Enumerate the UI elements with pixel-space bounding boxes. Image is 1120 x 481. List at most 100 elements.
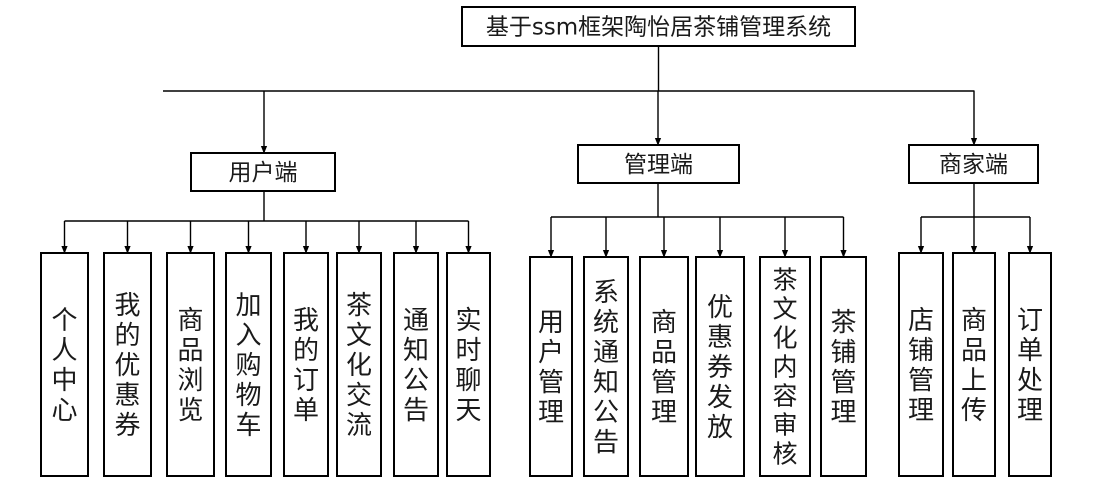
leaf-label-char: 券 bbox=[114, 411, 140, 441]
leaf-node: 茶文化交流 bbox=[336, 252, 382, 477]
leaf-node: 加入购物车 bbox=[225, 252, 272, 477]
leaf-label-char: 的 bbox=[114, 321, 140, 351]
leaf-label-char: 传 bbox=[961, 396, 987, 426]
leaf-label-char: 茶 bbox=[346, 291, 372, 321]
leaf-box bbox=[225, 252, 272, 477]
leaf-node: 店铺管理 bbox=[898, 252, 944, 477]
leaf-label-char: 文 bbox=[772, 295, 797, 324]
leaf-label-char: 内 bbox=[772, 353, 797, 382]
connector-lines bbox=[61, 46, 1034, 258]
leaf-box bbox=[336, 252, 382, 477]
leaf-box bbox=[639, 256, 689, 477]
leaf-node: 系统通知公告 bbox=[583, 256, 629, 477]
leaf-label-char: 的 bbox=[293, 336, 319, 366]
leaf-label: 系统通知公告 bbox=[593, 278, 619, 458]
leaf-label-char: 管 bbox=[651, 368, 677, 398]
leaf-label-char: 时 bbox=[455, 336, 481, 366]
leaf-label-char: 订 bbox=[1017, 306, 1043, 336]
leaf-label-char: 茶 bbox=[830, 308, 856, 338]
leaf-label: 茶铺管理 bbox=[830, 308, 856, 428]
leaf-box bbox=[898, 252, 944, 477]
leaf-label: 实时聊天 bbox=[455, 306, 481, 426]
leaf-label-char: 户 bbox=[538, 338, 564, 368]
leaf-label-char: 惠 bbox=[114, 381, 140, 411]
leaf-label-char: 铺 bbox=[908, 336, 934, 366]
leaf-label-char: 通 bbox=[593, 338, 619, 368]
leaf-label-char: 物 bbox=[235, 381, 261, 411]
leaf-label: 个人中心 bbox=[51, 306, 77, 426]
root-node: 基于ssm框架陶怡居茶铺管理系统 bbox=[461, 6, 856, 47]
leaf-box bbox=[583, 256, 629, 477]
leaf-node: 茶铺管理 bbox=[820, 256, 867, 477]
leaf-label-char: 单 bbox=[293, 396, 319, 426]
leaf-label-char: 优 bbox=[707, 293, 733, 323]
branch-label: 商家端 bbox=[939, 152, 1008, 178]
leaf-label-char: 系 bbox=[593, 278, 619, 308]
leaf-box bbox=[695, 256, 745, 477]
leaf-label-char: 知 bbox=[593, 368, 619, 398]
leaf-node: 个人中心 bbox=[40, 252, 89, 477]
leaf-label-char: 告 bbox=[593, 428, 619, 458]
leaf-label-char: 我 bbox=[293, 306, 319, 336]
leaf-box bbox=[952, 252, 996, 477]
leaf-node: 订单处理 bbox=[1008, 252, 1052, 477]
leaf-label-char: 优 bbox=[114, 351, 140, 381]
leaf-label-char: 通 bbox=[403, 306, 429, 336]
leaf-label: 商品管理 bbox=[651, 308, 677, 428]
leaf-label-char: 放 bbox=[707, 413, 733, 443]
leaf-label-char: 化 bbox=[346, 351, 372, 381]
leaf-label-char: 浏 bbox=[177, 366, 203, 396]
leaf-label-char: 理 bbox=[538, 398, 564, 428]
leaf-label-char: 单 bbox=[1017, 336, 1043, 366]
leaf-label-char: 心 bbox=[51, 396, 77, 426]
leaf-node: 用户管理 bbox=[529, 256, 573, 477]
branch-label: 用户端 bbox=[229, 160, 298, 186]
leaf-label-char: 上 bbox=[961, 366, 987, 396]
diagram-nodes: 基于ssm框架陶怡居茶铺管理系统用户端个人中心我的优惠券商品浏览加入购物车我的订… bbox=[40, 6, 1052, 477]
leaf-label: 商品上传 bbox=[961, 306, 987, 426]
leaf-node: 实时聊天 bbox=[446, 252, 491, 477]
leaf-node: 商品管理 bbox=[639, 256, 689, 477]
branch-box bbox=[190, 152, 336, 192]
leaf-node: 我的订单 bbox=[283, 252, 329, 477]
leaf-box bbox=[103, 252, 152, 477]
leaf-label-char: 知 bbox=[403, 336, 429, 366]
leaf-label-char: 交 bbox=[346, 381, 372, 411]
leaf-label-char: 容 bbox=[772, 382, 797, 411]
branch-box bbox=[908, 144, 1039, 184]
leaf-label-char: 天 bbox=[455, 396, 481, 426]
leaf-label-char: 处 bbox=[1017, 366, 1043, 396]
leaf-label: 店铺管理 bbox=[908, 306, 934, 426]
leaf-label: 我的订单 bbox=[293, 306, 319, 426]
leaf-label-char: 发 bbox=[707, 383, 733, 413]
leaf-box bbox=[529, 256, 573, 477]
leaf-label-char: 商 bbox=[961, 306, 987, 336]
leaf-label-char: 入 bbox=[235, 321, 261, 351]
leaf-box bbox=[759, 256, 811, 477]
leaf-label-char: 实 bbox=[455, 306, 481, 336]
leaf-label-char: 聊 bbox=[455, 366, 481, 396]
leaf-box bbox=[446, 252, 491, 477]
leaf-label-char: 理 bbox=[830, 398, 856, 428]
leaf-label: 加入购物车 bbox=[235, 291, 261, 441]
leaf-label-char: 管 bbox=[830, 368, 856, 398]
leaf-label-char: 购 bbox=[235, 351, 261, 381]
leaf-box bbox=[166, 252, 215, 477]
leaf-label: 通知公告 bbox=[403, 306, 429, 426]
leaf-label: 茶文化内容审核 bbox=[772, 266, 797, 469]
leaf-label-char: 券 bbox=[707, 353, 733, 383]
leaf-label-char: 商 bbox=[177, 306, 203, 336]
leaf-node: 商品浏览 bbox=[166, 252, 215, 477]
leaf-node: 茶文化内容审核 bbox=[759, 256, 811, 477]
root-box bbox=[461, 6, 856, 47]
leaf-label-char: 个 bbox=[51, 306, 77, 336]
leaf-node: 通知公告 bbox=[393, 252, 439, 477]
leaf-label-char: 人 bbox=[51, 336, 77, 366]
leaf-label-char: 文 bbox=[346, 321, 372, 351]
leaf-label-char: 中 bbox=[51, 366, 77, 396]
leaf-label-char: 公 bbox=[593, 398, 619, 428]
leaf-label-char: 商 bbox=[651, 308, 677, 338]
leaf-label-char: 品 bbox=[177, 336, 203, 366]
leaf-label: 茶文化交流 bbox=[346, 291, 372, 441]
